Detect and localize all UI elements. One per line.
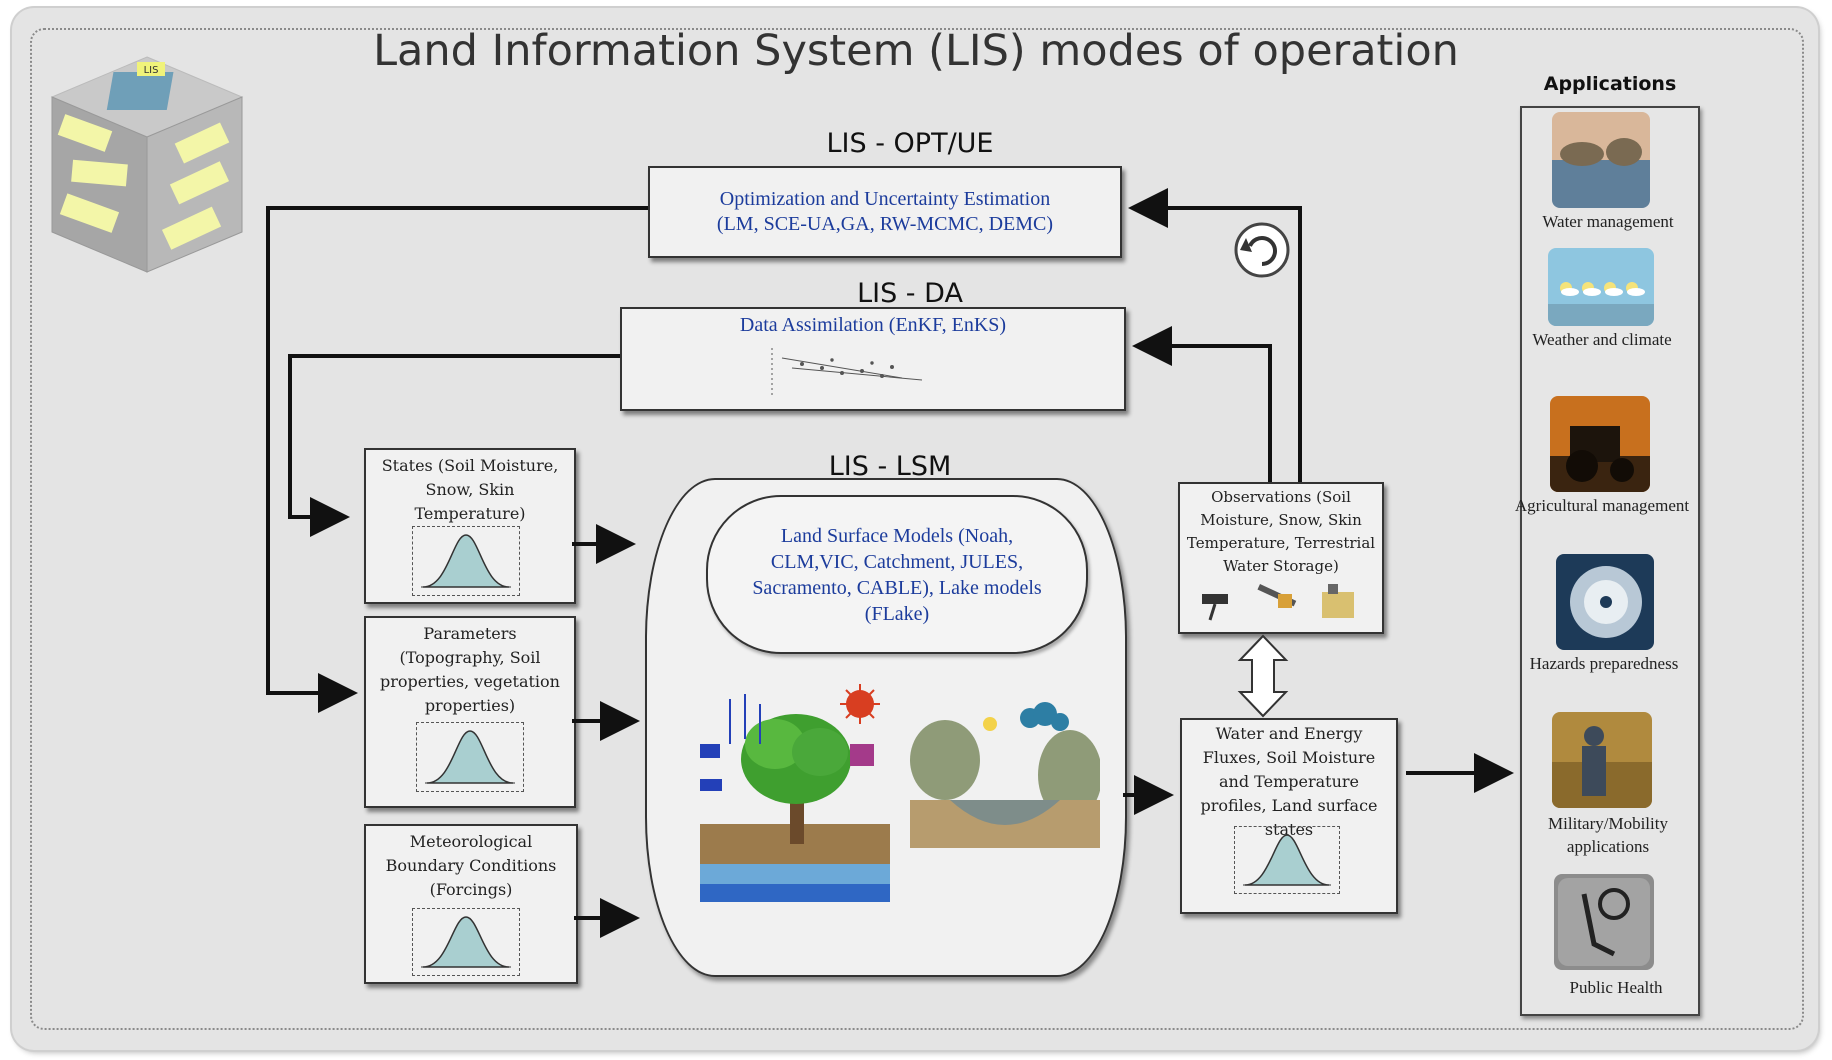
app-label-hazards-preparedness: Hazards preparedness <box>1529 654 1679 673</box>
app-label-weather-climate: Weather and climate <box>1532 330 1672 349</box>
app-label-public-health: Public Health <box>1569 978 1663 997</box>
hurricane-icon <box>1556 554 1654 650</box>
military-icon <box>1552 712 1652 808</box>
agriculture-icon <box>1550 396 1650 492</box>
lsm-models-box: Land Surface Models (Noah, CLM,VIC, Catc… <box>706 495 1088 654</box>
app-label-agricultural-management: Agricultural management <box>1514 496 1690 515</box>
distribution-icon <box>416 722 524 792</box>
data-assimilation-title: Data Assimilation (EnKF, EnKS) <box>739 314 1007 336</box>
distribution-icon <box>412 908 520 976</box>
distribution-icon <box>412 526 520 596</box>
parameters-text: Parameters (Topography, Soil properties,… <box>380 624 560 715</box>
opt-section-label: LIS - OPT/UE <box>826 128 994 159</box>
optimization-box: Optimization and Uncertainty Estimation … <box>648 166 1122 258</box>
parameters-box: Parameters (Topography, Soil properties,… <box>364 616 576 808</box>
lsm-models-text: Land Surface Models (Noah, CLM,VIC, Catc… <box>752 525 1042 625</box>
water-management-icon <box>1552 112 1650 208</box>
land-surface-tree-illustration <box>700 684 890 902</box>
page-title: Land Information System (LIS) modes of o… <box>373 26 1459 76</box>
lis-cube-logo: LIS <box>50 56 244 273</box>
app-label-military-mobility: Military/Mobility applications <box>1548 814 1668 856</box>
outputs-box: Water and Energy Fluxes, Soil Moisture a… <box>1180 718 1398 914</box>
forcings-box: Meteorological Boundary Conditions (Forc… <box>364 824 578 984</box>
outputs-text: Water and Energy Fluxes, Soil Moisture a… <box>1200 724 1378 839</box>
data-assimilation-box: Data Assimilation (EnKF, EnKS) <box>620 307 1126 411</box>
assimilation-scatter-icon <box>771 348 923 398</box>
satellite-icons <box>1202 584 1354 621</box>
inner-border <box>30 28 1804 1030</box>
states-box: States (Soil Moisture, Snow, Skin Temper… <box>364 448 576 604</box>
states-text: States (Soil Moisture, Snow, Skin Temper… <box>381 456 559 523</box>
da-section-label: LIS - DA <box>857 278 963 309</box>
observations-box: Observations (Soil Moisture, Snow, Skin … <box>1178 482 1384 634</box>
lake-model-illustration <box>910 702 1100 848</box>
bidirectional-arrow <box>1237 634 1289 718</box>
svg-text:LIS: LIS <box>144 65 159 76</box>
distribution-icon <box>1234 826 1340 894</box>
app-label-water-management: Water management <box>1542 212 1674 231</box>
forcings-text: Meteorological Boundary Conditions (Forc… <box>385 832 557 899</box>
optimization-title: Optimization and Uncertainty Estimation <box>719 188 1051 210</box>
arrow-observations-to-opt <box>1128 188 1302 482</box>
lsm-section-label: LIS - LSM <box>828 451 952 482</box>
weather-climate-icon <box>1548 248 1654 326</box>
applications-title: Applications <box>1543 73 1677 95</box>
arrow-opt-to-parameters <box>266 206 648 713</box>
arrow-observations-to-da <box>1132 326 1272 482</box>
optimization-methods: (LM, SCE-UA,GA, RW-MCMC, DEMC) <box>716 213 1054 235</box>
cycle-icon <box>1234 222 1290 278</box>
public-health-icon <box>1554 874 1654 970</box>
observations-text: Observations (Soil Moisture, Snow, Skin … <box>1186 488 1376 575</box>
arrow-da-to-states <box>288 354 620 537</box>
